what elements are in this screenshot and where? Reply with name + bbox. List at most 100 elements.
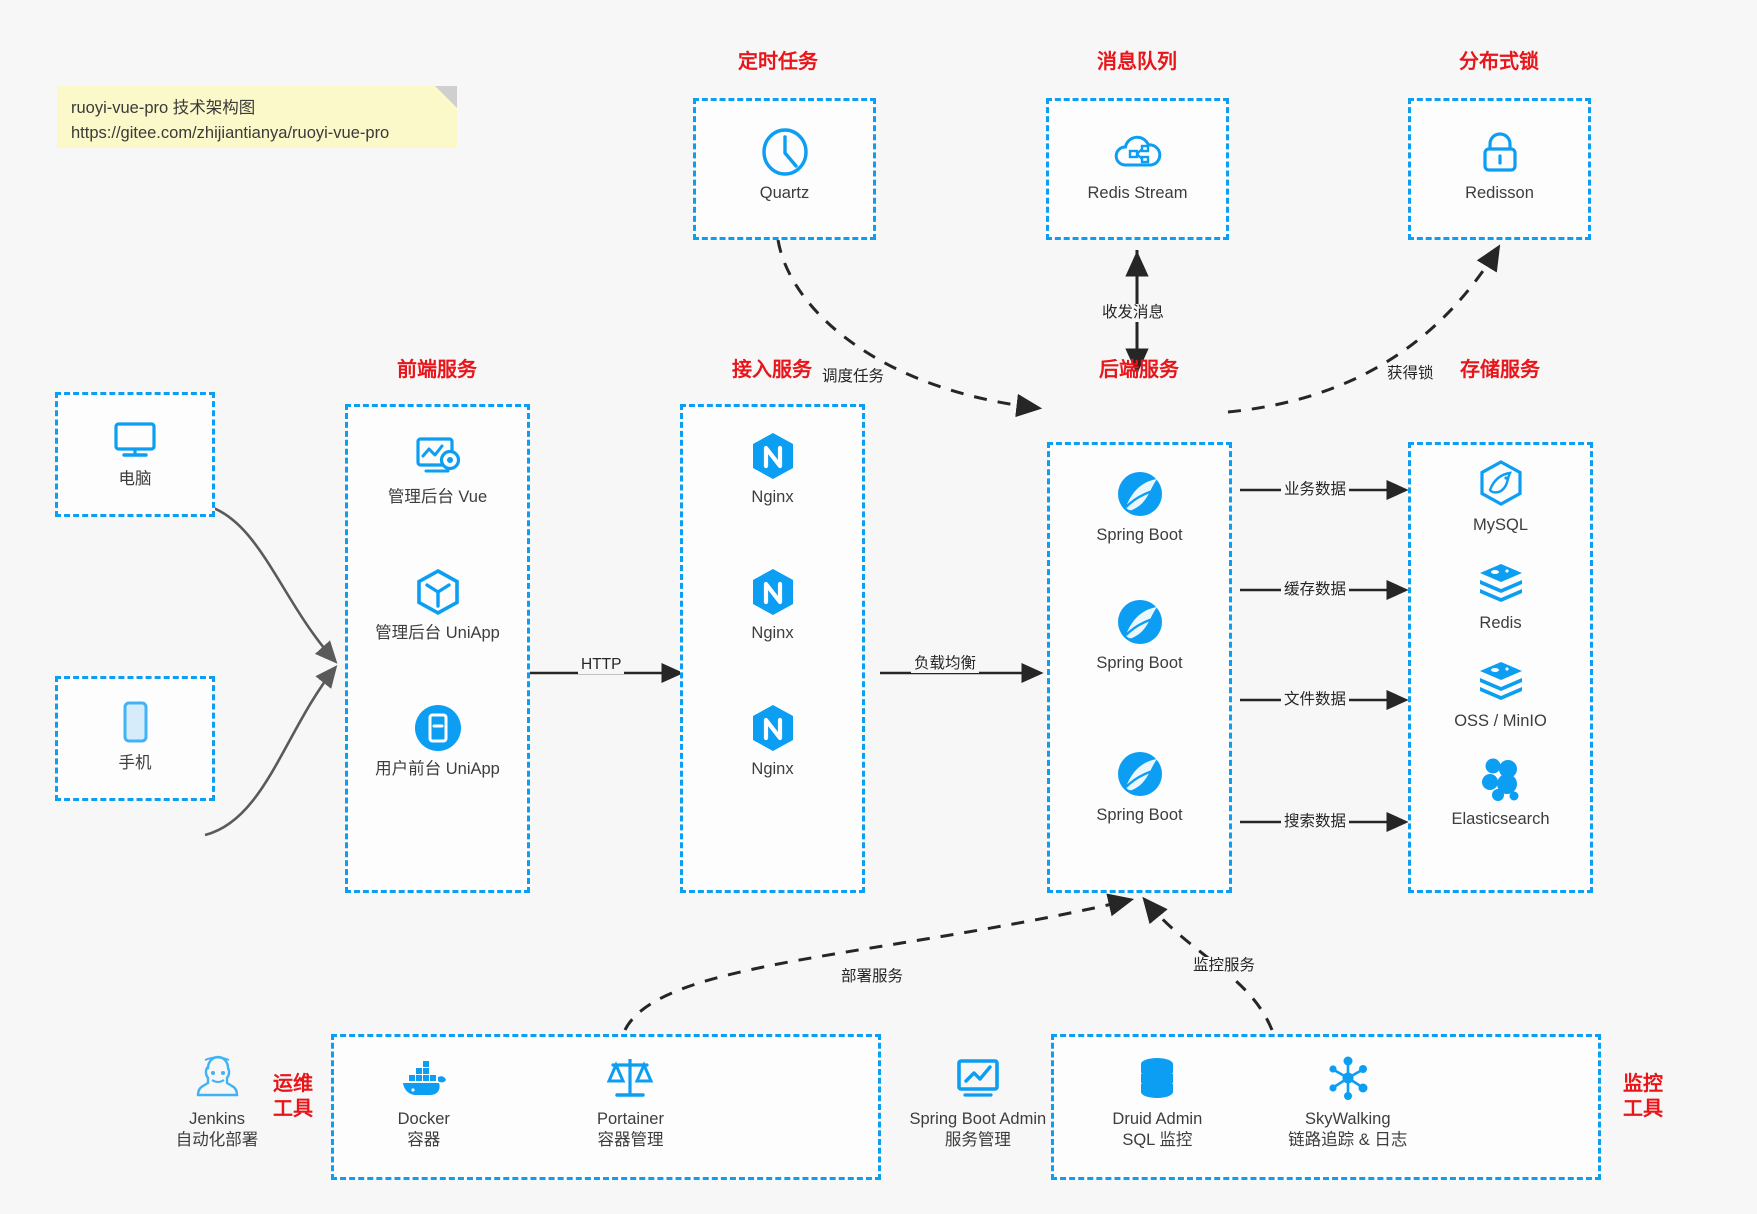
cube-icon <box>411 565 465 619</box>
spring-boot-icon <box>1113 747 1167 801</box>
note-line-url: https://gitee.com/zhijiantianya/ruoyi-vu… <box>71 124 390 142</box>
node-label: Nginx <box>751 760 794 778</box>
node-sublabel: SQL 监控 <box>1122 1131 1193 1149</box>
node-label: Redis <box>1479 614 1522 632</box>
node-nginx-2[interactable]: Nginx <box>683 565 862 644</box>
edge-label-monitor-service: 监控服务 <box>1190 957 1259 975</box>
mysql-icon <box>1474 457 1528 511</box>
edge-label-business-data: 业务数据 <box>1281 481 1350 499</box>
edge-label-cache-data: 缓存数据 <box>1281 581 1350 599</box>
node-admin-uniapp[interactable]: 管理后台 UniApp <box>348 565 527 644</box>
phone-icon <box>108 695 162 749</box>
group-title-frontend: 前端服务 <box>397 359 477 381</box>
node-label: Jenkins <box>189 1110 246 1128</box>
node-admin-vue[interactable]: 管理后台 Vue <box>348 429 527 508</box>
group-box-distributed-lock: Redisson <box>1408 98 1591 240</box>
node-label: Spring Boot <box>1096 526 1183 544</box>
nginx-icon <box>746 429 800 483</box>
node-quartz[interactable]: Quartz <box>696 125 873 204</box>
edge-label-http: HTTP <box>578 656 625 674</box>
node-sublabel: 容器管理 <box>597 1131 664 1149</box>
group-title-monitoring: 监控 工具 <box>1608 1072 1678 1122</box>
note-fold-corner <box>435 86 457 108</box>
node-nginx-3[interactable]: Nginx <box>683 701 862 780</box>
node-label: Elasticsearch <box>1451 810 1550 828</box>
node-label: 电脑 <box>118 470 152 488</box>
edge-label-load-balance: 负载均衡 <box>911 655 980 673</box>
node-jenkins[interactable]: Jenkins 自动化部署 <box>127 1051 307 1151</box>
node-redis[interactable]: Redis <box>1411 555 1590 634</box>
group-box-devops: Jenkins 自动化部署 Docker 容器 <box>176 1034 881 1180</box>
edge-label-deploy-service: 部署服务 <box>838 968 907 986</box>
dashboard-gear-icon <box>411 429 465 483</box>
node-sublabel: 容器 <box>407 1131 441 1149</box>
desktop-icon <box>108 411 162 465</box>
node-label: Druid Admin <box>1112 1110 1203 1128</box>
group-title-gateway: 接入服务 <box>732 359 812 381</box>
group-title-monitoring-line1: 监控 <box>1623 1073 1663 1095</box>
group-title-devops-line2: 工具 <box>273 1098 313 1120</box>
clock-icon <box>758 125 812 179</box>
group-box-storage: MySQL Redis <box>1408 442 1593 893</box>
group-title-backend: 后端服务 <box>1099 359 1179 381</box>
node-spring-boot-1[interactable]: Spring Boot <box>1050 467 1229 546</box>
node-docker[interactable]: Docker 容器 <box>334 1051 514 1151</box>
node-label: Nginx <box>751 488 794 506</box>
group-box-monitoring: Spring Boot Admin 服务管理 Druid Admin SQL 监… <box>910 1034 1601 1180</box>
group-box-client-pc: 电脑 <box>55 392 215 517</box>
skywalking-icon <box>1321 1051 1375 1105</box>
edge-label-file-data: 文件数据 <box>1281 691 1350 709</box>
node-redis-stream[interactable]: Redis Stream <box>1049 125 1226 204</box>
group-box-scheduled-task: Quartz <box>693 98 876 240</box>
node-label: 手机 <box>118 754 152 772</box>
node-label: Spring Boot <box>1096 806 1183 824</box>
node-label: 用户前台 UniApp <box>375 760 500 778</box>
node-label: SkyWalking <box>1304 1110 1391 1128</box>
group-title-devops: 运维 工具 <box>258 1072 328 1122</box>
edge-label-send-receive-message: 收发消息 <box>1099 304 1168 322</box>
node-label: Quartz <box>759 184 810 202</box>
node-user-uniapp[interactable]: 用户前台 UniApp <box>348 701 527 780</box>
group-box-message-queue: Redis Stream <box>1046 98 1229 240</box>
oss-icon <box>1474 653 1528 707</box>
node-label: Docker <box>397 1110 450 1128</box>
group-title-monitoring-line2: 工具 <box>1623 1098 1663 1120</box>
node-mysql[interactable]: MySQL <box>1411 457 1590 536</box>
node-label: Spring Boot Admin <box>909 1110 1047 1128</box>
database-icon <box>1130 1051 1184 1105</box>
group-title-distributed-lock: 分布式锁 <box>1459 51 1539 73</box>
node-druid-admin[interactable]: Druid Admin SQL 监控 <box>1070 1051 1244 1151</box>
node-spring-boot-3[interactable]: Spring Boot <box>1050 747 1229 826</box>
redis-icon <box>1474 555 1528 609</box>
group-title-devops-line1: 运维 <box>273 1073 313 1095</box>
edge-label-schedule-task: 调度任务 <box>819 368 888 386</box>
node-mobile[interactable]: 手机 <box>58 695 212 774</box>
node-label: 管理后台 UniApp <box>375 624 500 642</box>
node-label: Portainer <box>597 1110 664 1128</box>
node-label: 管理后台 Vue <box>387 488 488 506</box>
group-box-frontend: 管理后台 Vue 管理后台 UniApp 用户前台 UniApp <box>345 404 530 893</box>
node-spring-boot-admin[interactable]: Spring Boot Admin 服务管理 <box>869 1051 1087 1151</box>
node-sublabel: 自动化部署 <box>175 1131 259 1149</box>
node-oss-minio[interactable]: OSS / MinIO <box>1411 653 1590 732</box>
node-redisson[interactable]: Redisson <box>1411 125 1588 204</box>
node-pc[interactable]: 电脑 <box>58 411 212 490</box>
node-nginx-1[interactable]: Nginx <box>683 429 862 508</box>
node-sublabel: 服务管理 <box>944 1131 1011 1149</box>
group-title-storage: 存储服务 <box>1460 359 1540 381</box>
edge-label-search-data: 搜索数据 <box>1281 813 1350 831</box>
node-spring-boot-2[interactable]: Spring Boot <box>1050 595 1229 674</box>
node-sublabel: 链路追踪 & 日志 <box>1288 1131 1408 1149</box>
spring-boot-icon <box>1113 595 1167 649</box>
scales-icon <box>603 1051 657 1105</box>
edge-label-acquire-lock: 获得锁 <box>1384 365 1437 383</box>
monitor-chart-icon <box>951 1051 1005 1105</box>
group-title-scheduled-task: 定时任务 <box>738 51 818 73</box>
node-label: Spring Boot <box>1096 654 1183 672</box>
node-portainer[interactable]: Portainer 容器管理 <box>541 1051 721 1151</box>
node-skywalking[interactable]: SkyWalking 链路追踪 & 日志 <box>1250 1051 1446 1151</box>
jenkins-icon <box>190 1051 244 1105</box>
node-label: OSS / MinIO <box>1454 712 1547 730</box>
node-elasticsearch[interactable]: Elasticsearch <box>1411 751 1590 830</box>
